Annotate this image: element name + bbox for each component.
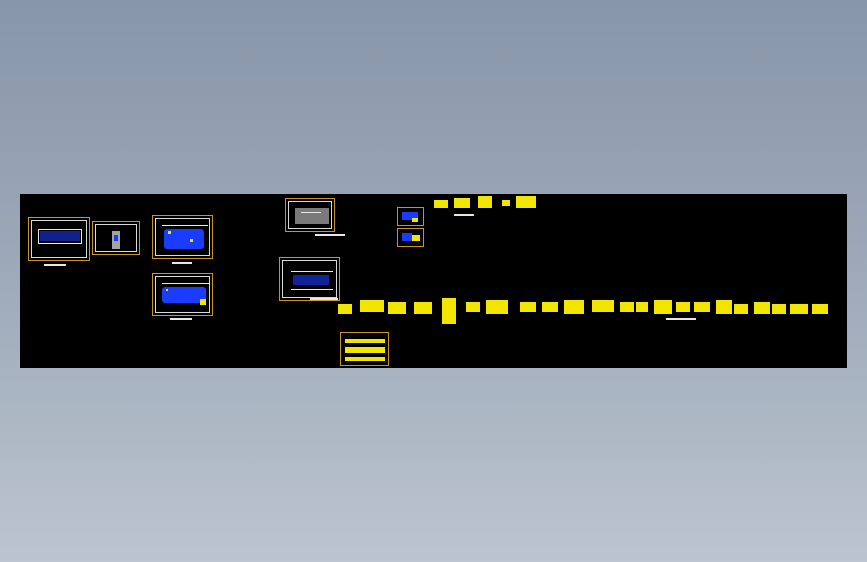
symbol-row-main[interactable] <box>336 298 846 328</box>
sheet-plan-blue-upper[interactable] <box>152 215 213 259</box>
sheet-border <box>288 201 332 229</box>
sheet-caption <box>310 298 338 300</box>
sheet-floor-plan-1[interactable] <box>28 217 90 261</box>
sheet-border <box>31 220 87 258</box>
sheet-border <box>155 218 210 256</box>
sheet-plan-blue-lower[interactable] <box>152 273 213 316</box>
sheet-caption <box>315 234 345 236</box>
cad-model-space[interactable] <box>20 194 847 368</box>
sheet-legend-table[interactable] <box>340 332 389 366</box>
sheet-border <box>95 224 137 252</box>
sheet-detail-b[interactable] <box>397 228 424 247</box>
sheet-border <box>155 276 210 313</box>
sheet-detail-a[interactable] <box>397 207 424 226</box>
sheet-site-plan-large[interactable] <box>279 257 340 301</box>
sheet-site-plan-gray[interactable] <box>285 198 335 232</box>
sheet-caption <box>44 264 66 266</box>
sheet-caption <box>170 318 192 320</box>
symbol-row-top[interactable] <box>430 194 540 218</box>
sheet-border <box>282 260 337 298</box>
sheet-caption <box>172 262 192 264</box>
sheet-small-plan[interactable] <box>92 221 140 255</box>
